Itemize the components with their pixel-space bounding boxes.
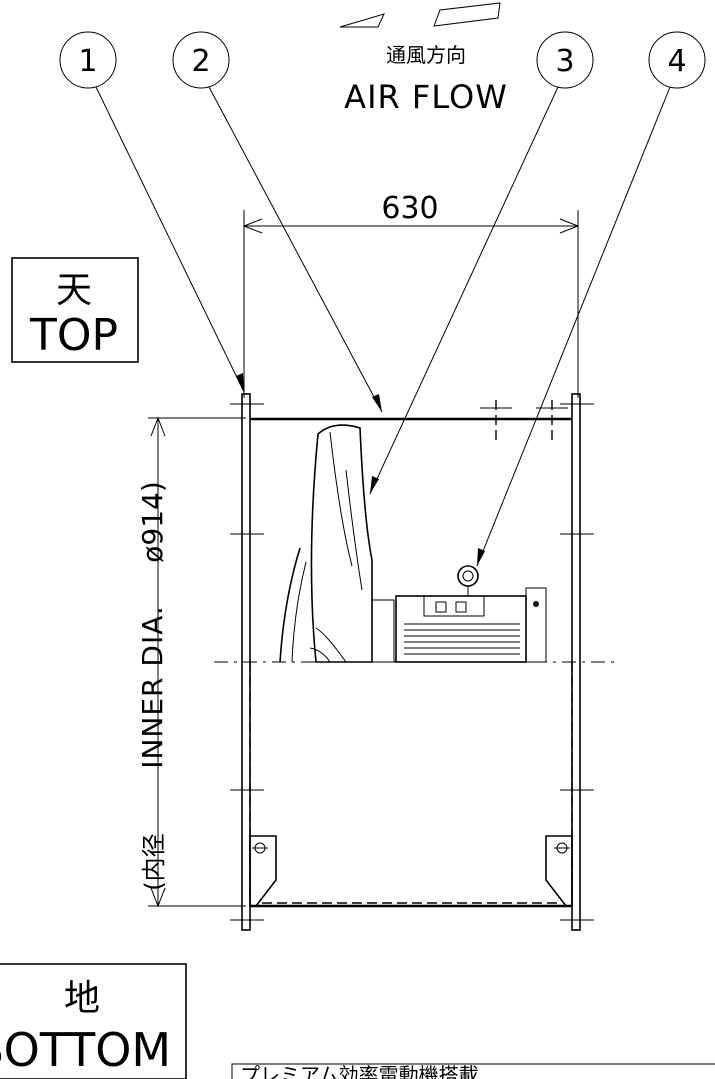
bottom-label-en: BOTTOM xyxy=(0,1023,171,1077)
callout-3: 3 xyxy=(536,31,594,89)
callout-2: 2 xyxy=(172,31,230,89)
leader-lines xyxy=(95,86,671,567)
svg-text:4: 4 xyxy=(667,44,686,79)
airflow-label-jp: 通風方向 xyxy=(386,43,466,67)
dimension-width xyxy=(242,210,580,398)
inner-dia-en: INNER DIA. xyxy=(136,605,169,769)
note-box: プレミアム効率電動機搭載 xyxy=(231,1063,715,1079)
airflow-label-en: AIR FLOW xyxy=(344,78,508,116)
impeller xyxy=(279,424,395,663)
airflow-arrow xyxy=(339,2,501,28)
dimension-width-value: 630 xyxy=(381,191,438,226)
callout-4: 4 xyxy=(648,31,706,89)
top-label-jp: 天 xyxy=(56,270,92,311)
top-label-en: TOP xyxy=(29,310,118,361)
svg-text:2: 2 xyxy=(191,44,210,79)
bottom-label-box: 地 BOTTOM xyxy=(0,963,187,1079)
callout-1: 1 xyxy=(59,31,117,89)
svg-text:1: 1 xyxy=(78,44,97,79)
note-text: プレミアム効率電動機搭載 xyxy=(240,1063,479,1079)
svg-text:3: 3 xyxy=(555,44,574,79)
inner-dia-jp: (内径 xyxy=(140,833,168,890)
motor xyxy=(395,565,547,663)
mounting-brackets xyxy=(249,835,573,907)
inner-dia-value: ø914) xyxy=(136,481,169,563)
bottom-label-jp: 地 xyxy=(64,978,100,1019)
top-label-box: 天 TOP xyxy=(11,257,139,363)
dimension-inner-diameter: (内径 INNER DIA. ø914) xyxy=(136,416,246,908)
